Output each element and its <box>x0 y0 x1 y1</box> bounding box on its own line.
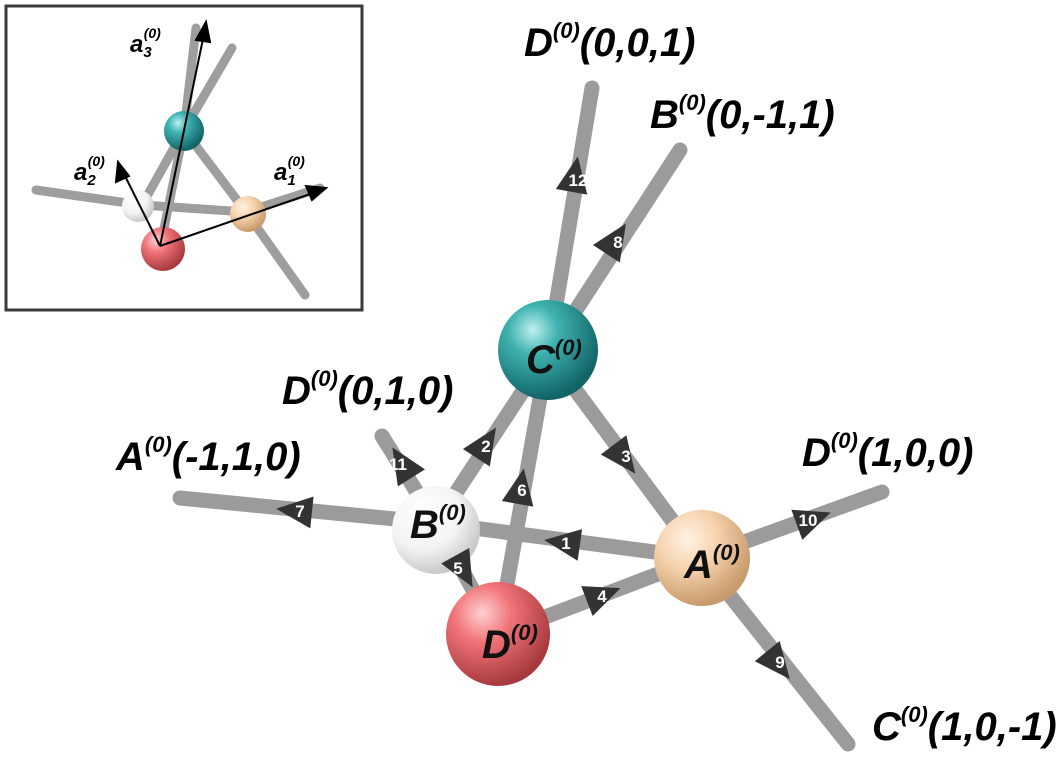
marker-8 <box>592 223 626 263</box>
bond-number-2: 2 <box>481 437 490 456</box>
bond-number-9: 9 <box>775 653 784 672</box>
marker-10 <box>791 509 831 540</box>
bond-number-10: 10 <box>799 511 818 530</box>
atom-a <box>654 510 750 606</box>
marker-3 <box>600 435 636 474</box>
marker-7 <box>276 496 314 529</box>
marker-4 <box>581 586 621 616</box>
bond-number-12: 12 <box>569 171 588 190</box>
inset-panel: a3(0) a2(0) a1(0) <box>4 4 364 312</box>
bond-number-6: 6 <box>517 481 526 500</box>
atom-d <box>446 582 550 686</box>
bond-markers <box>276 156 831 680</box>
atom-d-label: D(0) <box>482 620 538 667</box>
vector-a3 <box>159 33 205 247</box>
label-a-m110: A(0)(-1,1,0) <box>115 432 301 479</box>
marker-2 <box>462 427 496 467</box>
label-d-010: D(0)(0,1,0) <box>282 366 453 413</box>
bond-number-7: 7 <box>295 502 304 521</box>
atoms: B(0) A(0) C(0) D(0) <box>392 300 750 686</box>
atom-c <box>498 300 598 400</box>
bond-numbers: 1 2 3 4 5 6 7 8 9 10 11 12 <box>295 171 817 672</box>
inset-atom-a <box>230 196 266 232</box>
arrowhead-a3 <box>194 19 212 44</box>
vector-a1 <box>159 191 317 247</box>
atom-a-label: A(0) <box>683 540 740 587</box>
bond-number-11: 11 <box>389 455 407 474</box>
inset-frame <box>4 4 364 312</box>
inset-atom-b <box>122 190 154 222</box>
arrowhead-a2 <box>114 159 131 184</box>
inset-label-a2: a2(0) <box>74 153 105 189</box>
inset-bond <box>137 200 251 217</box>
atom-c-label: C(0) <box>526 335 582 382</box>
marker-1 <box>544 529 583 561</box>
neighbor-labels: D(0)(0,0,1) B(0)(0,-1,1) D(0)(0,1,0) A(0… <box>115 18 1057 749</box>
marker-12 <box>555 156 588 195</box>
marker-5 <box>441 547 473 588</box>
inset-atom-d <box>141 227 185 271</box>
atom-b <box>392 486 480 574</box>
label-b-0m11: B(0)(0,-1,1) <box>650 90 835 137</box>
bond-number-5: 5 <box>453 559 462 578</box>
marker-11 <box>392 447 425 487</box>
marker-6 <box>501 468 534 507</box>
marker-9 <box>754 641 790 680</box>
inset-label-a3: a3(0) <box>130 25 161 61</box>
bond-number-1: 1 <box>561 534 570 553</box>
bond-number-8: 8 <box>613 233 622 252</box>
bond-number-4: 4 <box>597 587 607 606</box>
arrowhead-a1 <box>304 184 329 202</box>
vector-a2 <box>121 169 161 247</box>
inset-lattice-vectors <box>114 19 329 247</box>
label-d-001: D(0)(0,0,1) <box>524 18 695 65</box>
atom-b-label: B(0) <box>410 500 466 547</box>
bond-number-3: 3 <box>621 447 630 466</box>
label-c-10m1: C(0)(1,0,-1) <box>872 702 1057 749</box>
inset-label-a1: a1(0) <box>274 153 305 189</box>
label-d-100: D(0)(1,0,0) <box>802 428 973 475</box>
